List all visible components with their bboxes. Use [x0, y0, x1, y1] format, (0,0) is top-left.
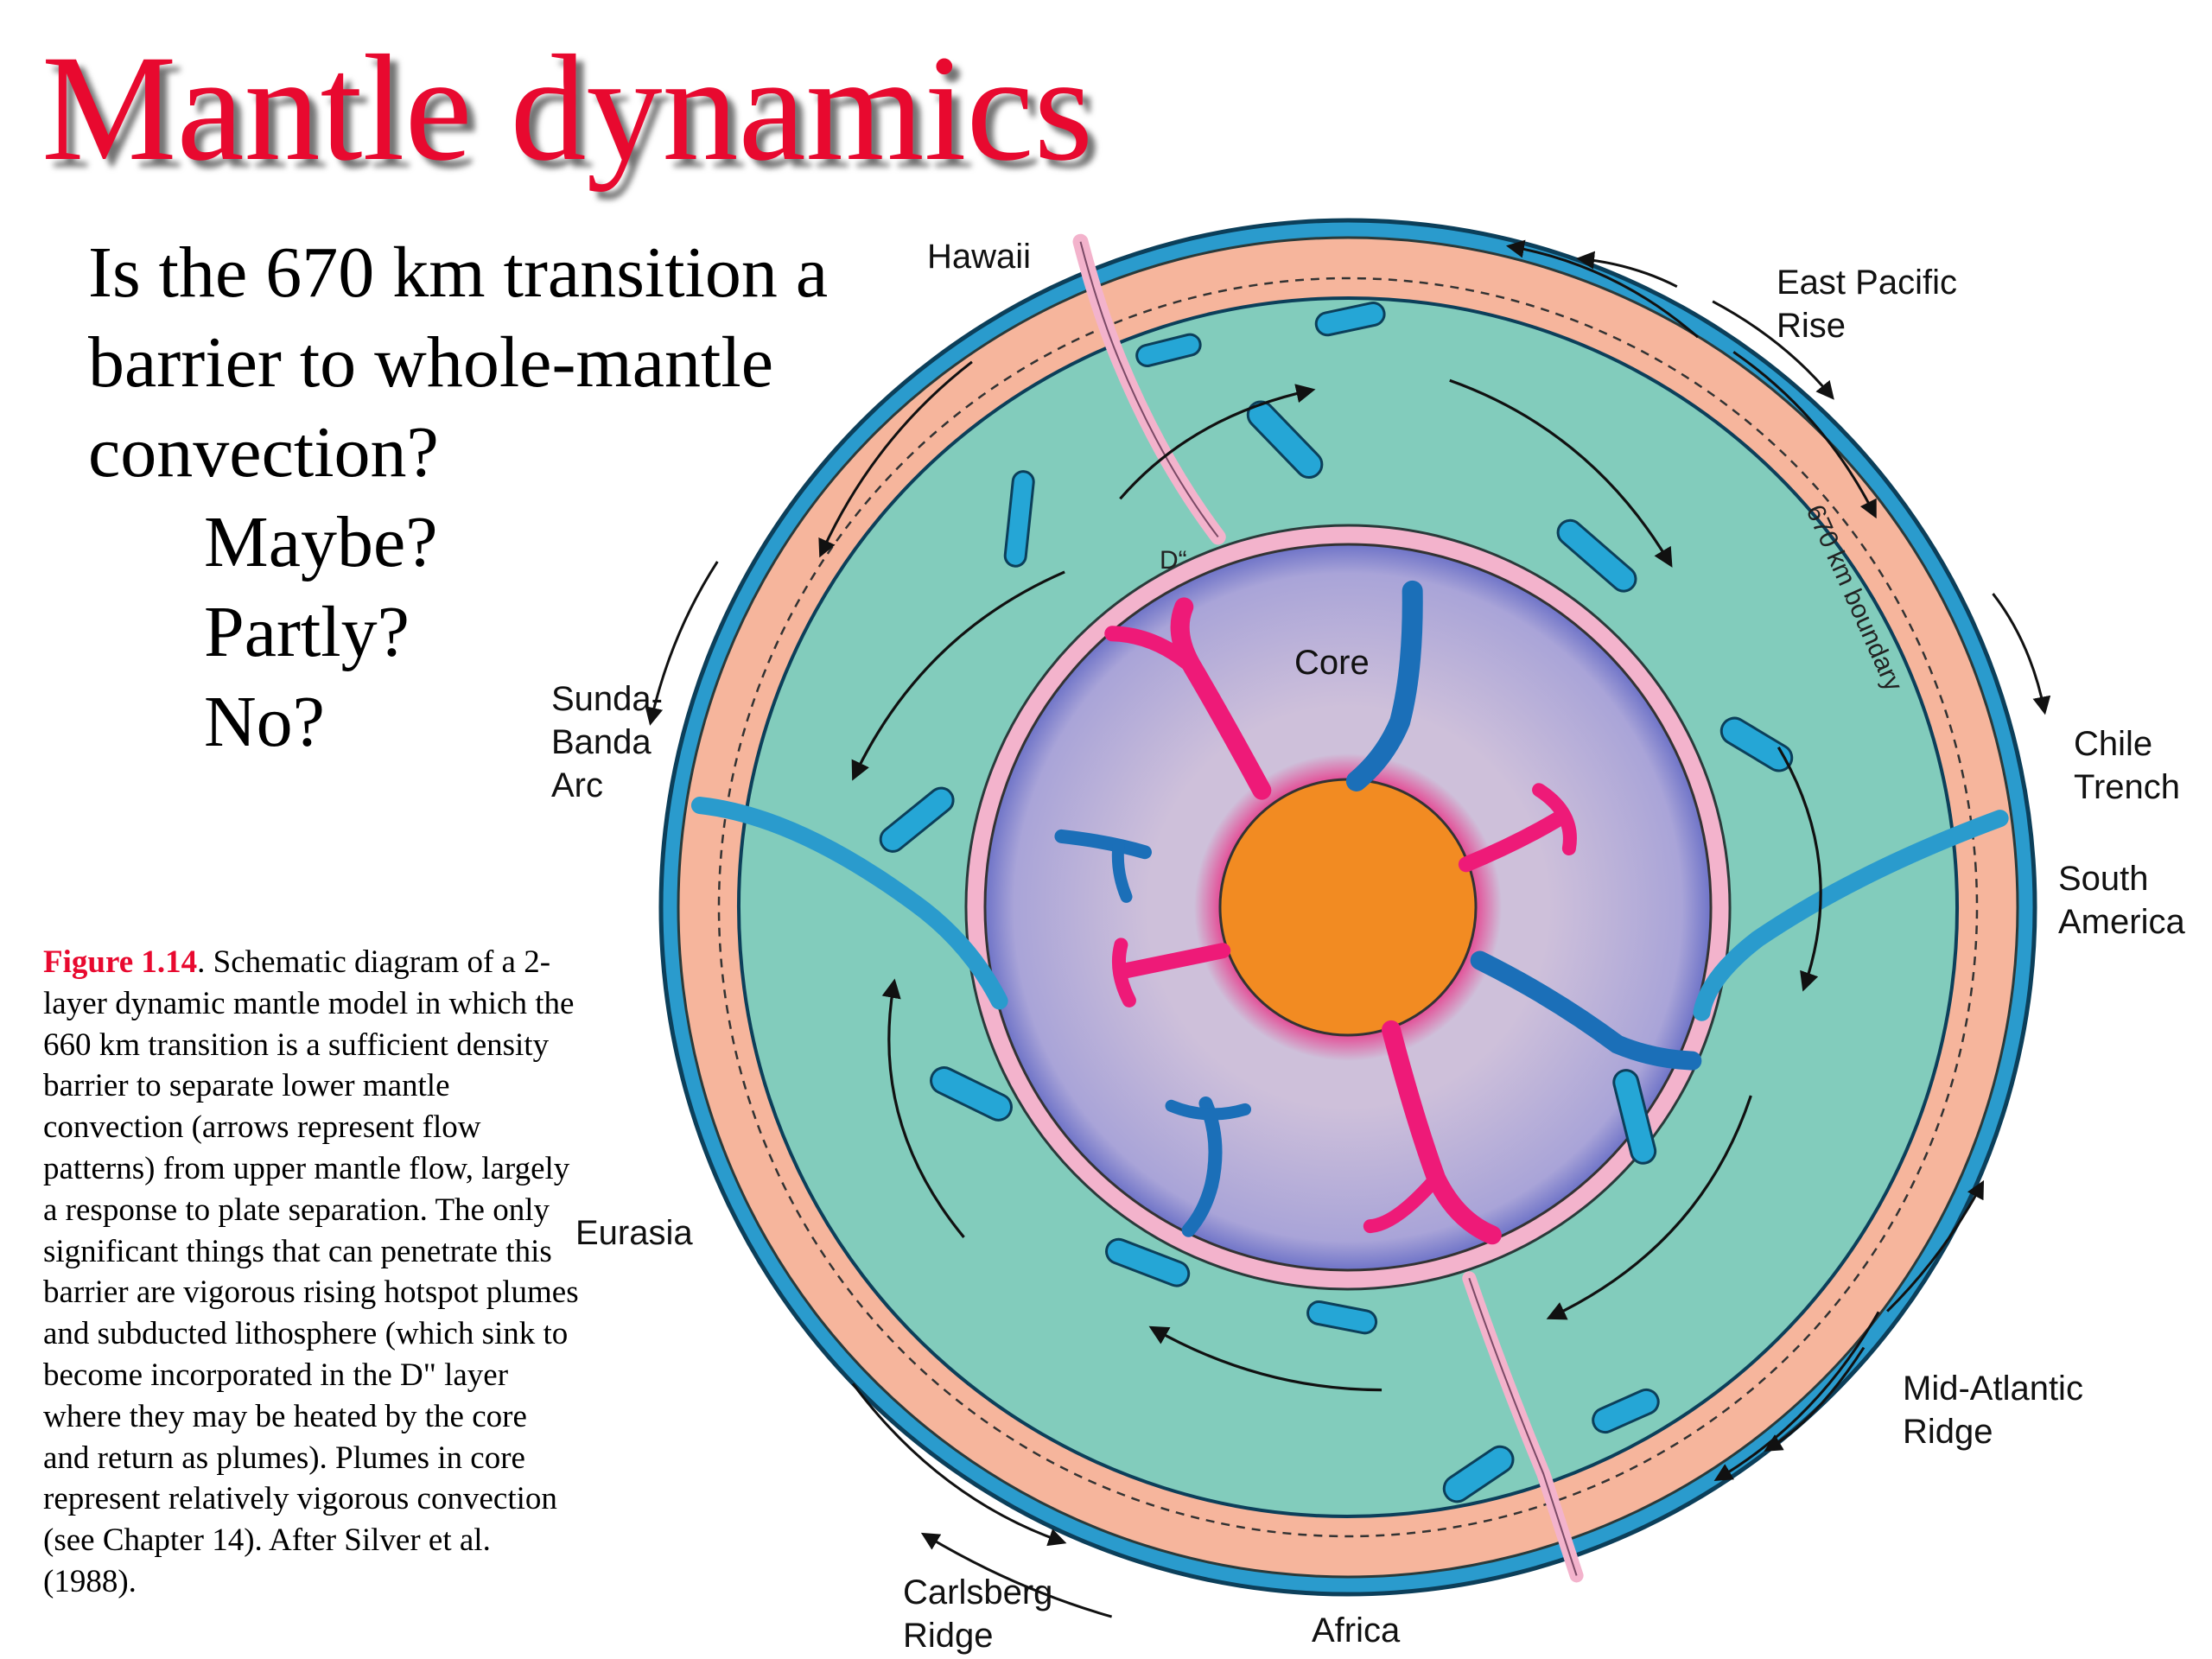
- hot-plume-lower: [1382, 1020, 1502, 1245]
- slab-fragments: [879, 302, 1794, 1503]
- upper-flow-ne-2: [1732, 351, 1877, 519]
- slab-fragment-12: [1592, 1388, 1660, 1434]
- figure-label: Figure 1.14: [43, 944, 198, 980]
- label-south-america-line1: South: [2058, 860, 2149, 898]
- label-d-double-prime: D“: [1160, 546, 1187, 575]
- question-line-1: Is the 670 km transition a: [88, 232, 829, 313]
- label-carlsberg-line1: Carlsberg: [903, 1573, 1052, 1611]
- cold-slab-left: [1054, 829, 1152, 860]
- upper-flow-se: [1713, 1311, 1880, 1481]
- cold-slab-upper-right: [1345, 580, 1423, 791]
- surface-motion-arrows: [645, 251, 2051, 1618]
- upper-flow-ne-1: [1505, 239, 1699, 339]
- slab-fragment-2: [1314, 302, 1386, 337]
- question-line-2: barrier to whole-mantle: [88, 322, 773, 403]
- hot-plume-lower-branch: [1363, 1171, 1444, 1234]
- flow-arrow-lower: [1148, 1325, 1382, 1392]
- label-east-pacific-line1: East Pacific: [1777, 264, 1957, 302]
- flow-arrow-right: [1777, 746, 1822, 992]
- surface-arrow-mid-atlantic-down: [1764, 1346, 1866, 1452]
- lower-mantle-flow: [851, 378, 1822, 1392]
- label-chile-line2: Trench: [2074, 768, 2180, 806]
- label-mid-atlantic-line2: Ridge: [1903, 1413, 1993, 1451]
- label-sunda-line2: Banda: [551, 723, 652, 761]
- hot-plume-left: [1119, 943, 1231, 979]
- surface-arrow-carlsberg: [920, 1532, 1113, 1618]
- label-sunda-line1: Sunda-: [551, 680, 663, 718]
- subducting-slab-left: [690, 797, 1008, 1010]
- hawaii-plume-conduit-edge: [1079, 241, 1219, 538]
- hot-plume-upper-left: [1170, 597, 1272, 800]
- cold-slab-left-stem: [1111, 839, 1133, 903]
- answer-no: No?: [204, 682, 325, 762]
- slab-fragment-7: [879, 786, 955, 853]
- upper-flow-sw: [851, 1382, 1067, 1547]
- question-block: Is the 670 km transition a barrier to wh…: [88, 228, 828, 767]
- figure-caption: Figure 1.14. Schematic diagram of a 2-la…: [43, 942, 579, 1603]
- surface-arrow-east-pacific-right: [1712, 300, 1834, 400]
- upper-flow-nw: [818, 360, 973, 558]
- hot-plume-right-cap: [1532, 783, 1577, 855]
- slab-fragment-1: [1135, 333, 1202, 367]
- hot-plume-right: [1458, 810, 1567, 873]
- surface-arrow-east-pacific-left: [1576, 251, 1678, 289]
- surface-arrow-mid-atlantic-up: [1886, 1179, 1985, 1313]
- label-east-pacific-line2: Rise: [1777, 307, 1846, 345]
- answer-maybe: Maybe?: [204, 502, 438, 582]
- slab-fragment-13: [1442, 1445, 1515, 1503]
- slab-fragment-5: [1556, 518, 1637, 593]
- boundary-670-line: [717, 276, 1979, 1538]
- label-chile-line1: Chile: [2074, 725, 2152, 763]
- label-carlsberg-line2: Ridge: [903, 1617, 994, 1655]
- slab-fragment-9: [1612, 1069, 1657, 1165]
- hot-plume-left-cap: [1111, 938, 1136, 1007]
- hot-core-plumes: [1104, 597, 1577, 1245]
- label-core: Core: [1294, 644, 1370, 682]
- label-eurasia: Eurasia: [575, 1214, 693, 1252]
- label-south-america-line2: America: [2058, 903, 2185, 941]
- lower-plume-conduit-edge: [1468, 1277, 1578, 1576]
- answer-partly: Partly?: [204, 592, 410, 672]
- slab-fragment-10: [1105, 1237, 1191, 1287]
- upper-mantle-flow: [818, 239, 1880, 1547]
- label-sunda-line3: Arc: [551, 766, 603, 804]
- subducting-slab-right: [1693, 810, 2009, 1021]
- slab-fragment-11: [1306, 1300, 1378, 1335]
- question-line-3: convection?: [88, 412, 439, 493]
- cold-slab-lower-left: [1181, 1096, 1223, 1237]
- flow-arrow-upper-right: [1449, 378, 1673, 568]
- slab-fragment-3: [1003, 470, 1035, 568]
- flow-arrow-upper-left: [851, 570, 1065, 781]
- slab-fragment-6: [1719, 716, 1794, 772]
- hot-plume-upper-left-branch: [1104, 626, 1201, 675]
- cold-slab-lower-left-cap: [1165, 1099, 1252, 1121]
- slab-fragment-8: [930, 1066, 1013, 1122]
- label-africa: Africa: [1312, 1611, 1401, 1649]
- label-hawaii: Hawaii: [927, 238, 1031, 276]
- cold-slab-right: [1470, 950, 1702, 1071]
- flow-arrow-upper: [1119, 384, 1316, 500]
- slab-fragment-4: [1246, 400, 1324, 480]
- cold-core-slabs: [1054, 580, 1702, 1237]
- label-mid-atlantic-line1: Mid-Atlantic: [1903, 1370, 2083, 1408]
- slide-title: Mantle dynamics: [41, 24, 1094, 193]
- inner-core: [1218, 778, 1478, 1037]
- surface-arrow-sunda: [645, 561, 719, 726]
- flow-arrow-lower-left: [881, 978, 965, 1238]
- surface-arrow-chile: [1992, 593, 2051, 715]
- caption-text: . Schematic diagram of a 2-layer dynamic…: [43, 944, 579, 1599]
- flow-arrow-lower-right: [1546, 1095, 1752, 1320]
